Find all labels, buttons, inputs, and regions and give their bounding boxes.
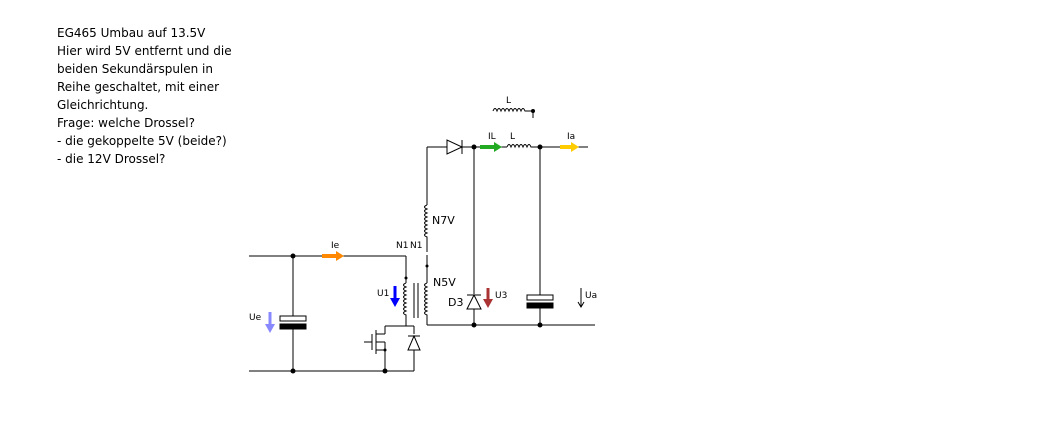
- notes-line: Reihe geschaltet, mit einer: [57, 80, 220, 94]
- label-d3: D3: [448, 296, 463, 309]
- label-n5v: N5V: [433, 276, 456, 289]
- label-u3: U3: [495, 291, 507, 301]
- notes-option: - die 12V Drossel?: [57, 152, 166, 166]
- output-capacitor: [526, 147, 554, 325]
- label-u1: U1: [377, 289, 389, 299]
- label-il: IL: [488, 132, 496, 142]
- notes-line: Hier wird 5V entfernt und die: [57, 44, 232, 58]
- output-rail: IL L Ia: [427, 132, 588, 155]
- input-capacitor: Ue: [249, 256, 307, 371]
- label-ie: Ie: [331, 241, 340, 251]
- notes-line: beiden Sekundärspulen in: [57, 62, 213, 76]
- ue-voltage-arrow: [265, 312, 275, 333]
- secondary-ground-rail: [427, 322, 595, 328]
- u1-voltage-arrow: [390, 286, 400, 307]
- il-current-arrow: [480, 142, 502, 152]
- notes-title: EG465 Umbau auf 13.5V: [57, 26, 206, 40]
- label-n7v: N7V: [432, 214, 455, 227]
- label-l: L: [510, 132, 515, 142]
- label-l-top: L: [506, 96, 511, 106]
- winding-n7v: N7V: [424, 147, 455, 252]
- label-ua: Ua: [585, 291, 597, 301]
- notes-question: Frage: welche Drossel?: [57, 116, 195, 130]
- label-n1-a: N1: [396, 241, 408, 251]
- ie-current-arrow: [322, 251, 344, 261]
- ia-current-arrow: [560, 142, 579, 152]
- u3-voltage-arrow: [483, 288, 493, 308]
- notes-option: - die gekoppelte 5V (beide?): [57, 134, 227, 148]
- mosfet-switch: [364, 318, 421, 371]
- transformer: N1 N1 N5V U1: [377, 241, 456, 325]
- inductor-l-top: L: [492, 96, 535, 118]
- label-ue: Ue: [249, 313, 262, 323]
- diode-d3: D3 U3: [448, 147, 507, 325]
- ua-voltage-arrow: Ua: [577, 288, 597, 308]
- input-rails: Ie: [249, 241, 414, 374]
- notes-line: Gleichrichtung.: [57, 98, 149, 112]
- label-ia: Ia: [567, 132, 575, 142]
- label-n1-b: N1: [410, 241, 422, 251]
- notes-text: EG465 Umbau auf 13.5V Hier wird 5V entfe…: [57, 24, 232, 168]
